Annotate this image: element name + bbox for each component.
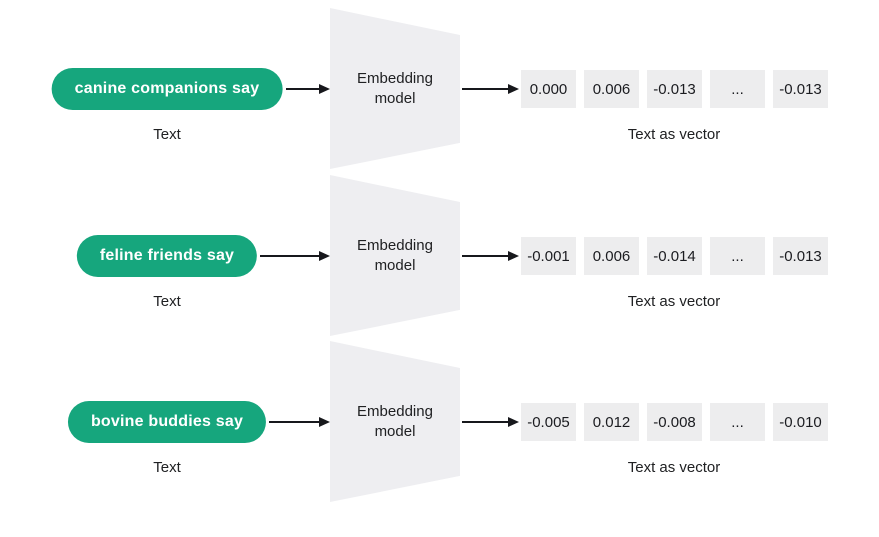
arrow-right-icon <box>462 416 519 428</box>
vector-cell: 0.006 <box>584 70 639 108</box>
arrow-right-icon <box>260 250 330 262</box>
input-text-pill: canine companions say <box>51 68 283 110</box>
vector-cell: 0.006 <box>584 237 639 275</box>
vector-caption: Text as vector <box>627 293 721 310</box>
vector-cell: -0.014 <box>647 237 702 275</box>
vector-cell: 0.000 <box>521 70 576 108</box>
vector-cell: -0.008 <box>647 403 702 441</box>
embedding-model-label: Embedding model <box>357 69 433 107</box>
vector-cell-ellipsis: ... <box>710 403 765 441</box>
vector-cell: -0.005 <box>521 403 576 441</box>
arrow-right-icon <box>269 416 330 428</box>
diagram-row-3: bovine buddies say Text Embedding model … <box>0 339 879 504</box>
vector-cell: -0.013 <box>773 237 828 275</box>
diagram-row-2: feline friends say Text Embedding model … <box>0 173 879 338</box>
vector-caption: Text as vector <box>627 126 721 143</box>
embedding-model-block: Embedding model <box>330 8 460 169</box>
input-caption: Text <box>153 293 181 310</box>
vector-cell: 0.012 <box>584 403 639 441</box>
embedding-model-block: Embedding model <box>330 175 460 336</box>
vector-cell: -0.013 <box>773 70 828 108</box>
input-text-pill: feline friends say <box>76 235 258 277</box>
input-text: canine companions say <box>74 80 260 97</box>
input-text-pill: bovine buddies say <box>67 401 267 443</box>
vector-caption: Text as vector <box>627 459 721 476</box>
embedding-model-block: Embedding model <box>330 341 460 502</box>
vector-cells: -0.005 0.012 -0.008 ... -0.010 <box>521 403 828 441</box>
embedding-model-label: Embedding model <box>357 236 433 274</box>
arrow-right-icon <box>462 83 519 95</box>
vector-cells: -0.001 0.006 -0.014 ... -0.013 <box>521 237 828 275</box>
embedding-model-label: Embedding model <box>357 402 433 440</box>
arrow-right-icon <box>462 250 519 262</box>
vector-cell-ellipsis: ... <box>710 237 765 275</box>
input-text: bovine buddies say <box>90 413 244 430</box>
input-caption: Text <box>153 459 181 476</box>
vector-cell: -0.001 <box>521 237 576 275</box>
vector-cell-ellipsis: ... <box>710 70 765 108</box>
vector-cells: 0.000 0.006 -0.013 ... -0.013 <box>521 70 828 108</box>
vector-cell: -0.010 <box>773 403 828 441</box>
diagram-row-1: canine companions say Text Embedding mod… <box>0 6 879 171</box>
vector-cell: -0.013 <box>647 70 702 108</box>
arrow-right-icon <box>286 83 330 95</box>
input-text: feline friends say <box>99 247 235 264</box>
input-caption: Text <box>153 126 181 143</box>
